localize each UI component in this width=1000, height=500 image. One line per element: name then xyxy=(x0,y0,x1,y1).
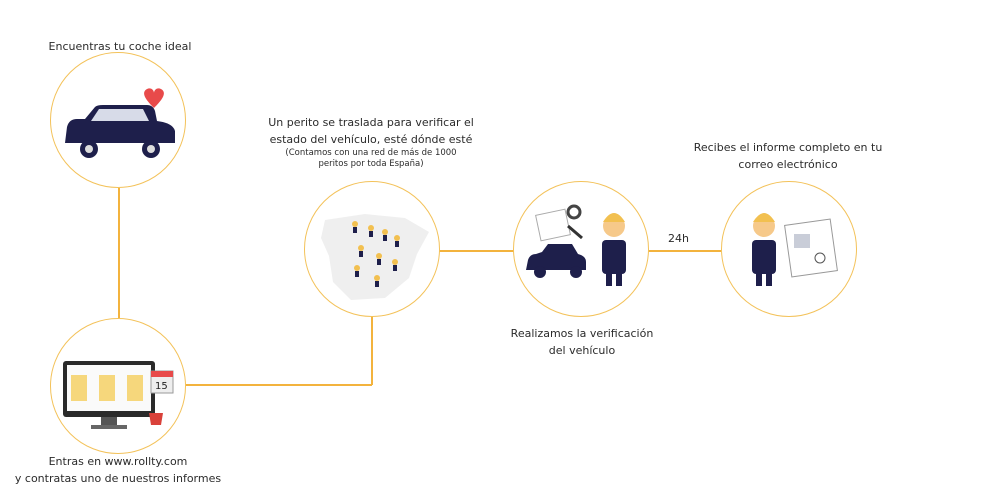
step-report-circle xyxy=(721,181,857,317)
computer-illustration: 15 xyxy=(63,361,174,429)
heart-icon xyxy=(144,88,164,108)
connector-line xyxy=(186,384,372,386)
step-order-circle: 15 xyxy=(50,318,186,454)
step-expert-note2: peritos por toda España) xyxy=(318,159,424,169)
step-verify-line1: Realizamos la verificación xyxy=(510,327,654,340)
wrench-icon xyxy=(567,224,583,240)
car-body xyxy=(65,105,175,143)
connector-line xyxy=(439,250,514,252)
connector-line xyxy=(648,250,721,252)
connector-line xyxy=(371,315,373,385)
gear-icon xyxy=(566,204,582,220)
step-find-car-circle xyxy=(50,52,186,188)
car-icon xyxy=(526,244,586,270)
step-verify-circle xyxy=(513,181,649,317)
connector-line xyxy=(118,188,120,318)
spain-map-icon xyxy=(321,214,429,300)
duration-label: 24h xyxy=(668,232,689,245)
step-expert-circle xyxy=(304,181,440,317)
calendar-day: 15 xyxy=(155,381,168,392)
step-order-line1: Entras en www.rollty.com xyxy=(48,455,188,468)
step-expert-note1: (Contamos con una red de más de 1000 xyxy=(285,148,457,158)
step-report-line1: Recibes el informe completo en tu xyxy=(693,141,883,154)
step-verify-line2: del vehículo xyxy=(548,344,616,357)
checklist-icon xyxy=(535,208,571,242)
step-expert-label: Un perito se traslada para verificar el … xyxy=(262,114,480,170)
step-find-car-text: Encuentras tu coche ideal xyxy=(48,40,192,53)
cup-icon xyxy=(149,413,163,425)
step-verify-label: Realizamos la verificación del vehículo xyxy=(490,325,674,359)
step-report-line2: correo electrónico xyxy=(738,158,838,171)
step-order-line2: y contratas uno de nuestros informes xyxy=(14,472,222,485)
verification-illustration xyxy=(526,204,626,286)
report-illustration xyxy=(752,213,838,286)
step-expert-line1: Un perito se traslada para verificar el xyxy=(268,116,474,129)
step-report-label: Recibes el informe completo en tu correo… xyxy=(688,139,888,173)
car-heart-illustration xyxy=(65,88,175,158)
step-expert-line2: estado del vehículo, esté dónde esté xyxy=(269,133,473,146)
step-find-car-label: Encuentras tu coche ideal xyxy=(20,38,220,55)
spain-map-illustration xyxy=(321,214,429,300)
report-document-icon xyxy=(784,218,838,278)
step-order-label: Entras en www.rollty.com y contratas uno… xyxy=(0,453,236,487)
